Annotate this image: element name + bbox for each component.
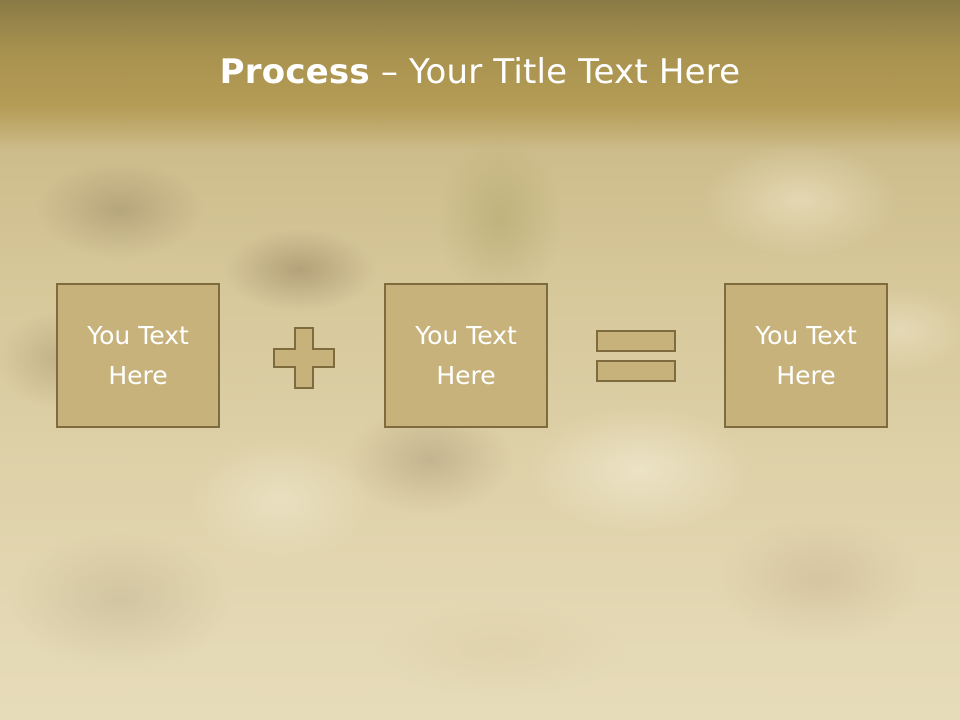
box-3-line-2: Here: [776, 360, 836, 390]
box-1-line-2: Here: [108, 360, 168, 390]
box-3-line-1: You Text: [755, 320, 857, 350]
title-bold: Process: [219, 52, 370, 92]
box-2-line-1: You Text: [415, 320, 517, 350]
title-rest: Your Title Text Here: [409, 52, 741, 92]
process-box-2[interactable]: You Text Here: [384, 283, 548, 428]
process-box-1[interactable]: You Text Here: [56, 283, 220, 428]
title-separator: –: [369, 52, 410, 92]
equals-icon: [596, 330, 676, 382]
plus-icon: [273, 327, 335, 389]
title-band: [0, 0, 960, 150]
slide-title[interactable]: Process – Your Title Text Here: [0, 52, 960, 92]
box-1-line-1: You Text: [87, 320, 189, 350]
box-2-line-2: Here: [436, 360, 496, 390]
process-box-3[interactable]: You Text Here: [724, 283, 888, 428]
